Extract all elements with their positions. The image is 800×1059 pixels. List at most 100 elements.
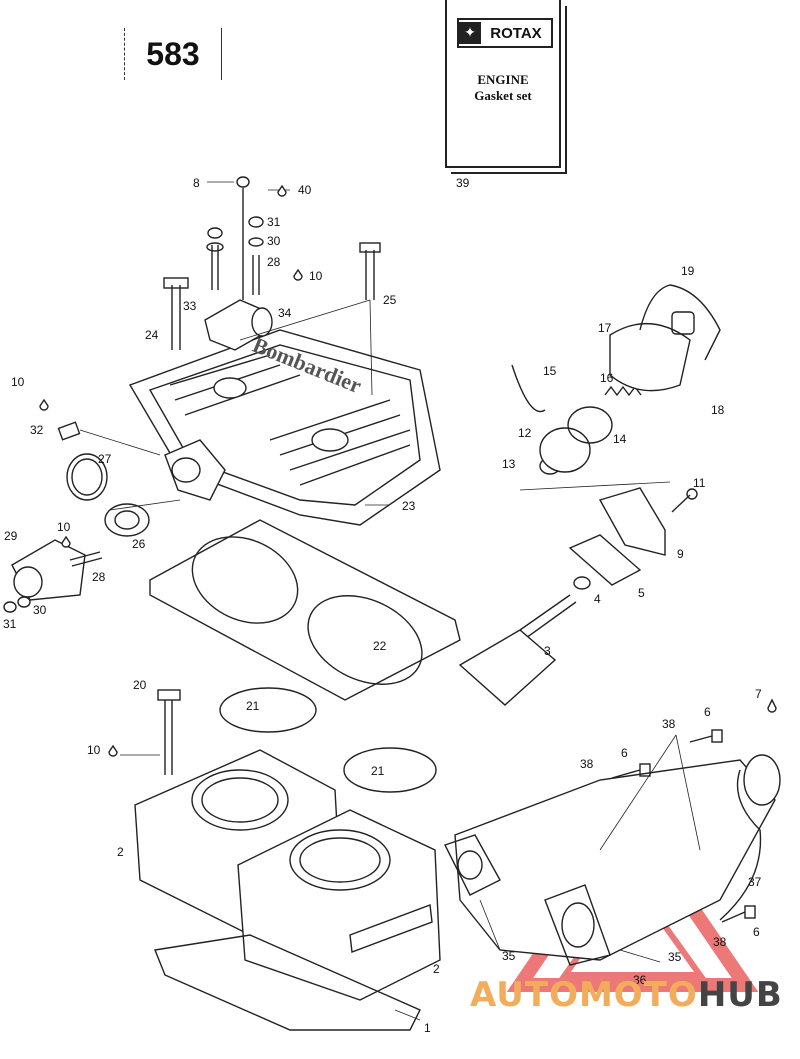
stud-28-top xyxy=(211,245,260,295)
callout-label: 7 xyxy=(755,687,762,701)
side-outlet xyxy=(164,439,226,501)
nut-washer-left xyxy=(3,596,31,613)
watermark-part1: AUTOMOTO xyxy=(470,975,698,1015)
callout-label: 28 xyxy=(92,570,106,584)
brand-name: ROTAX xyxy=(490,24,542,42)
callout-label: 19 xyxy=(681,264,695,278)
model-number: 583 xyxy=(146,36,200,72)
callout-label: 31 xyxy=(3,617,17,631)
callout-label: 32 xyxy=(30,423,44,437)
callout-label: 15 xyxy=(543,364,557,378)
callout-label: 22 xyxy=(373,639,387,653)
outlet-housing-29 xyxy=(11,539,86,601)
callout-label: 30 xyxy=(267,234,281,248)
pipe-37 xyxy=(719,769,762,921)
valve-housing-9 xyxy=(598,487,666,556)
sensor-8 xyxy=(236,176,250,300)
callout-label: 10 xyxy=(87,743,101,757)
callout-label: 13 xyxy=(502,457,516,471)
callout-label: 24 xyxy=(145,328,159,342)
callout-label: 36 xyxy=(633,973,647,987)
brand-box: ✦ ROTAX xyxy=(457,18,553,48)
head-gasket xyxy=(149,519,461,701)
callout-label: 10 xyxy=(57,520,71,534)
drop-icon xyxy=(39,184,777,757)
diaphragm-14 xyxy=(567,406,613,444)
callout-label: 8 xyxy=(193,176,200,190)
callout-label: 23 xyxy=(402,499,416,513)
callout-label: 17 xyxy=(598,321,612,335)
bolt-11 xyxy=(671,488,698,513)
watermark: AUTOMOTOHUB xyxy=(470,975,783,1015)
callout-label: 27 xyxy=(98,452,112,466)
callout-label: 14 xyxy=(613,432,627,446)
exhaust-manifold xyxy=(454,754,781,961)
callout-label: 10 xyxy=(309,269,323,283)
thermostat-26 xyxy=(104,503,150,537)
nuts-washers-top xyxy=(206,216,264,252)
callout-label: 38 xyxy=(580,757,594,771)
o-ring-21-b xyxy=(343,747,437,793)
cylinder-bolt-20 xyxy=(157,689,181,775)
base-gasket-1 xyxy=(154,934,421,1031)
callout-label: 37 xyxy=(748,875,762,889)
callout-label: 18 xyxy=(711,403,725,417)
callout-label: 31 xyxy=(267,215,281,229)
clip-15 xyxy=(511,364,546,413)
callout-label: 4 xyxy=(594,592,601,606)
stud-28-left xyxy=(69,551,103,567)
bolt-6-b xyxy=(689,729,723,743)
callout-label: 21 xyxy=(246,699,260,713)
spring-clip-19 xyxy=(639,284,721,361)
callout-label: 2 xyxy=(433,962,440,976)
callout-label: 35 xyxy=(502,949,516,963)
gasket-35-a xyxy=(444,834,501,896)
gasket-set-booklet: ✦ ROTAX ENGINE Gasket set xyxy=(445,0,561,168)
head-outlet-elbow xyxy=(204,299,273,351)
leader-lines xyxy=(79,181,701,1021)
o-ring-21-a xyxy=(219,687,317,733)
rotax-logo-icon: ✦ xyxy=(459,22,481,44)
callout-label: 20 xyxy=(133,678,147,692)
callout-label: 1 xyxy=(424,1021,431,1035)
cup-12 xyxy=(539,427,591,473)
callout-label: 35 xyxy=(668,950,682,964)
callout-label: 2 xyxy=(117,845,124,859)
callout-label: 5 xyxy=(638,586,645,600)
plug-32 xyxy=(57,421,81,441)
callout-label: 38 xyxy=(713,935,727,949)
callout-label: 3 xyxy=(544,644,551,658)
watermark-part2: HUB xyxy=(697,975,783,1015)
gasket-5 xyxy=(568,534,642,586)
callout-label: 21 xyxy=(371,764,385,778)
callout-label: 29 xyxy=(4,529,18,543)
callout-label: 6 xyxy=(753,925,760,939)
callout-label: 11 xyxy=(693,476,706,490)
bolt-6-c xyxy=(721,905,756,923)
long-bolt-25 xyxy=(359,242,381,300)
callout-label: 6 xyxy=(704,705,711,719)
callout-label: 39 xyxy=(456,176,470,190)
callout-label: 33 xyxy=(183,299,197,313)
cap-18 xyxy=(671,311,695,335)
bolt-6-a xyxy=(611,763,651,779)
callout-label: 34 xyxy=(278,306,292,320)
washer-4 xyxy=(573,576,591,590)
o-ring-27 xyxy=(66,453,108,501)
callout-label: 30 xyxy=(33,603,47,617)
callout-label: 40 xyxy=(298,183,312,197)
model-number-box: 583 xyxy=(124,28,222,80)
rave-valve-blade xyxy=(458,629,557,706)
callout-label: 25 xyxy=(383,293,397,307)
booklet-title-line2: Gasket set xyxy=(474,88,532,103)
callout-label: 9 xyxy=(677,547,684,561)
long-bolt-24 xyxy=(163,277,189,350)
callout-label: 6 xyxy=(621,746,628,760)
callout-label: 26 xyxy=(132,537,146,551)
callout-label: 10 xyxy=(11,375,25,389)
callout-label: 28 xyxy=(267,255,281,269)
rave-valve-rod xyxy=(519,594,577,639)
callout-label: 16 xyxy=(600,371,614,385)
